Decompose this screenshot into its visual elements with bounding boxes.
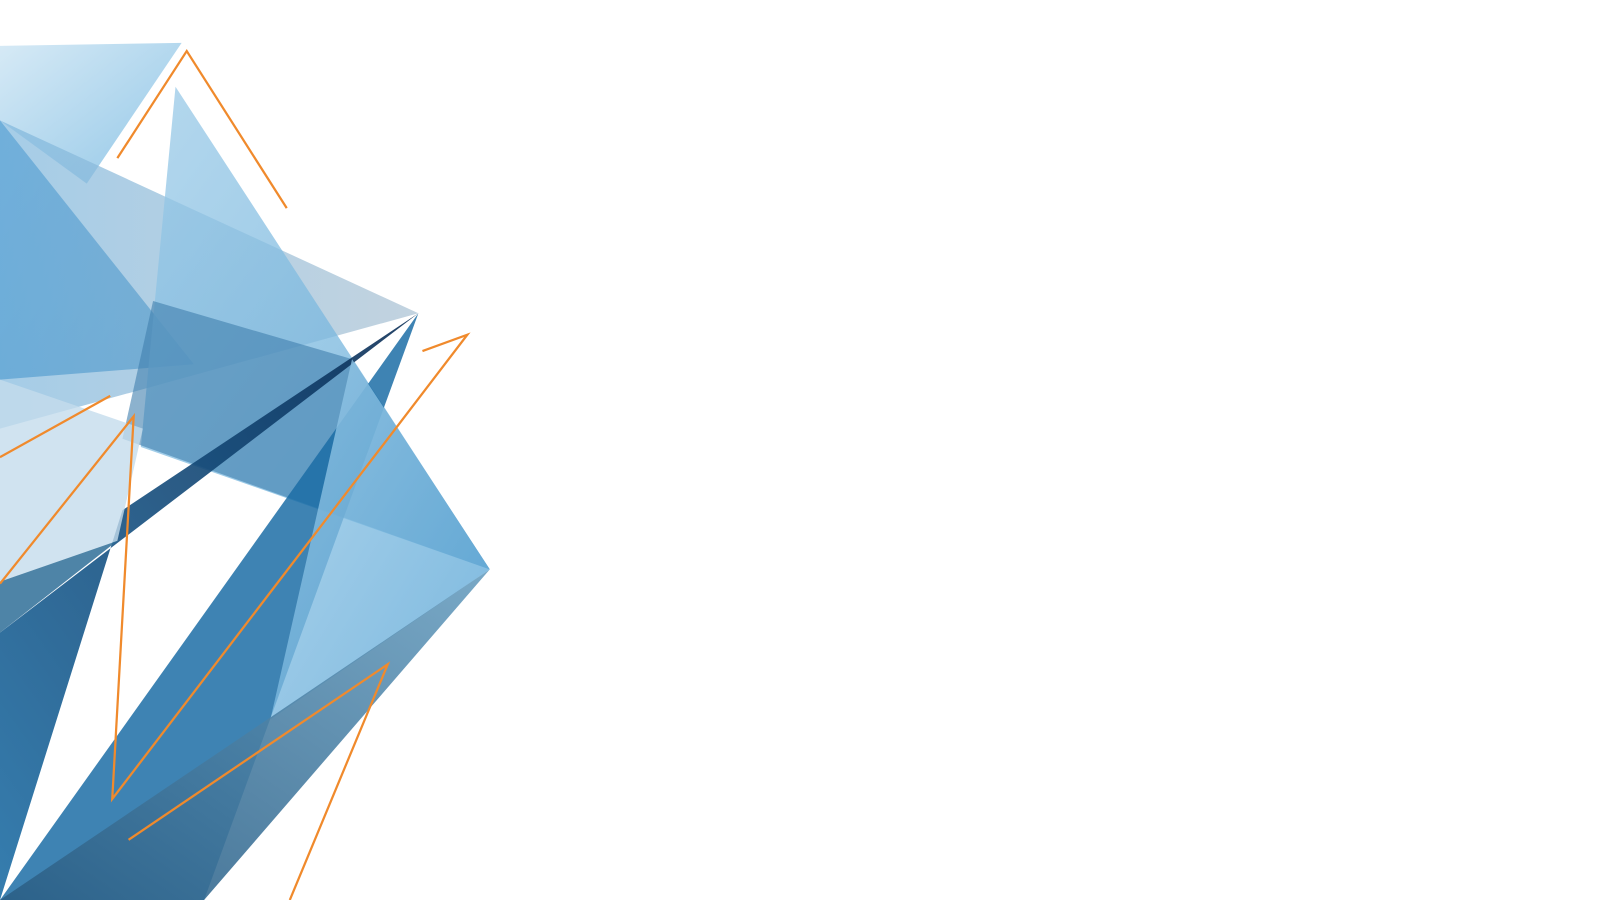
orange-line-bottom: [127, 661, 391, 900]
polygon-long-dark: [0, 313, 419, 900]
orange-line-center: [0, 332, 471, 803]
polygon-right-light: [270, 359, 490, 720]
polygon-left-pale: [0, 379, 143, 582]
blue-polygons: [0, 42, 490, 900]
orange-line-left: [0, 394, 111, 459]
polygon-bottom-dark: [0, 569, 490, 900]
orange-lines: [0, 48, 471, 900]
polygon-dark-wedge: [0, 313, 419, 900]
orange-line-top: [116, 48, 288, 209]
